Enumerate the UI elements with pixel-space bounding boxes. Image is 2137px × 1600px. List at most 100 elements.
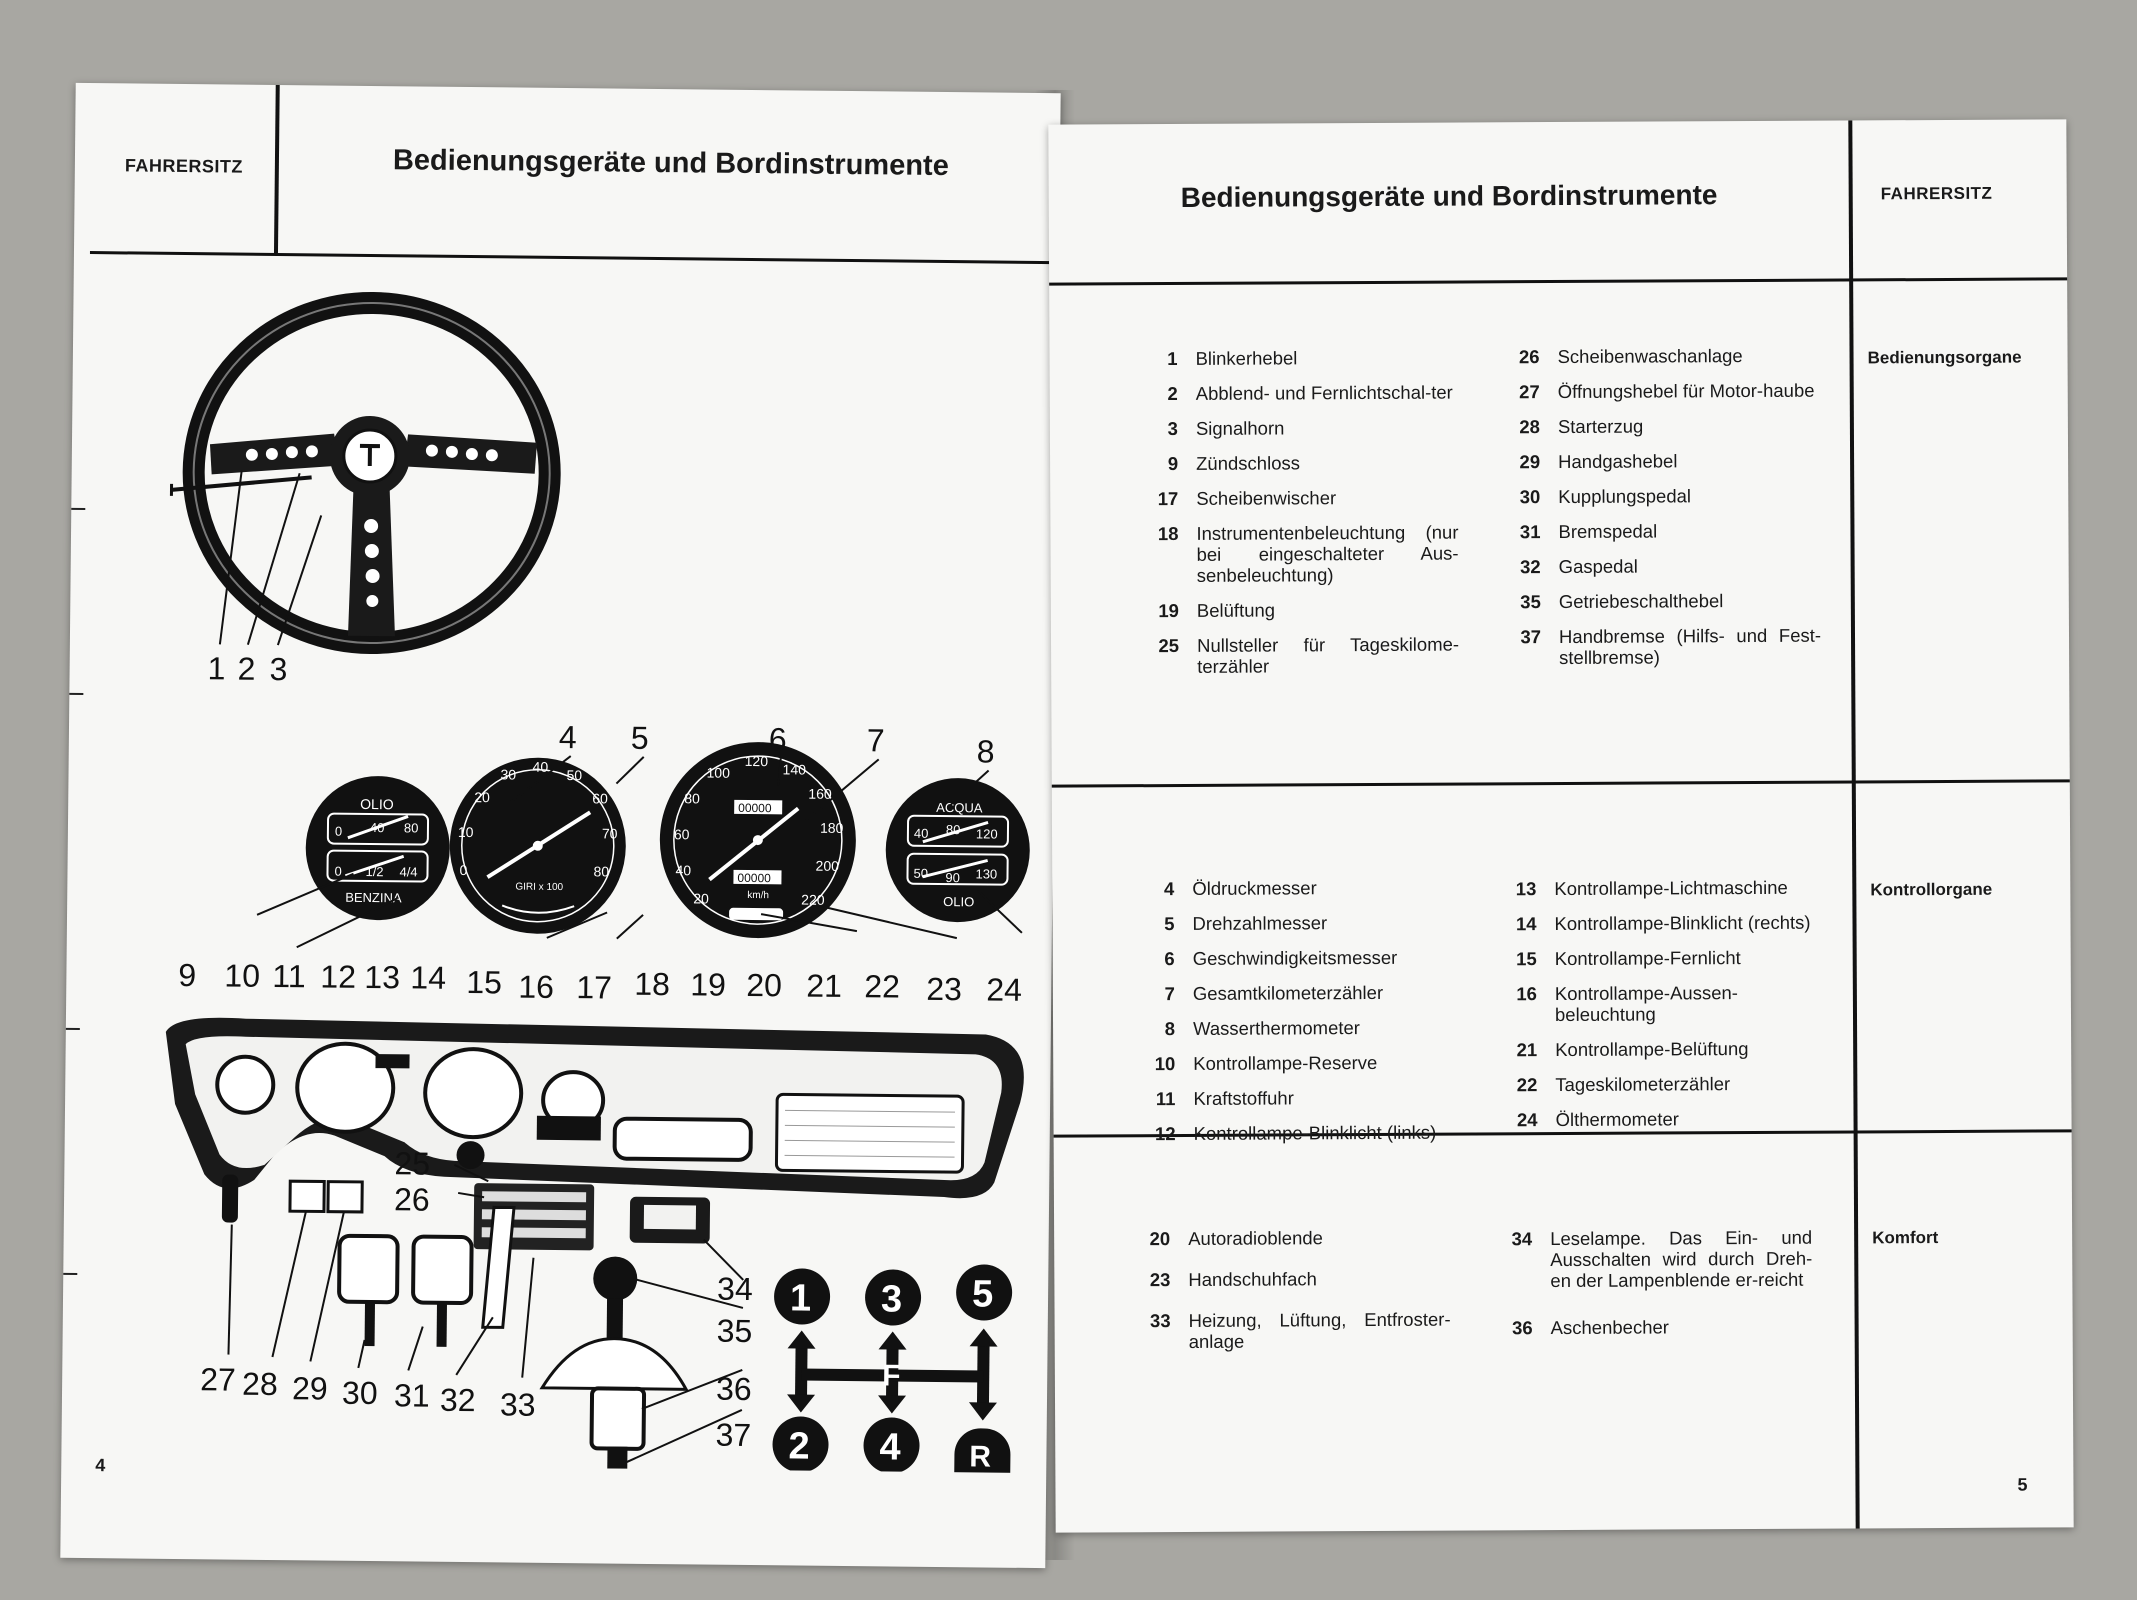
item-text: Zündschloss (1196, 452, 1301, 474)
item-number: 35 (1520, 591, 1541, 613)
item-number: 37 (1520, 626, 1542, 648)
callout-33: 33 (500, 1386, 536, 1422)
item-text: Kontrollampe-Lichtmaschine (1554, 876, 1788, 900)
callout-23: 23 (926, 971, 962, 1007)
callout-21: 21 (806, 968, 842, 1004)
list-item: 15 Kontrollampe-Fernlicht (1487, 947, 1817, 970)
section-kontrollorgane: Kontrollorgane (1870, 879, 1993, 900)
item-text: Handschuhfach (1188, 1268, 1317, 1290)
callout-11: 11 (272, 958, 306, 994)
gauge-tick: 20 (693, 890, 709, 906)
callout-34: 34 (717, 1271, 753, 1307)
item-number: 19 (1158, 599, 1179, 622)
speedometer: 00000 00000 20 40 60 80 100 120 140 160 … (659, 742, 856, 939)
gauge-tick: 10 (458, 824, 474, 840)
item-number: 2 (1167, 383, 1178, 405)
item-text: Belüftung (1196, 599, 1276, 621)
item-number: 14 (1515, 913, 1537, 935)
gauge-tick: 20 (474, 789, 490, 805)
gauge-tick: 80 (404, 820, 419, 835)
item-text: Handgashebel (1558, 450, 1678, 473)
gauge-tick: 120 (976, 826, 998, 841)
pedals (221, 1174, 516, 1347)
item-number: 11 (1155, 1088, 1176, 1110)
gauge-tick: 40 (914, 826, 929, 841)
item-number: 28 (1519, 416, 1540, 438)
item-number: 25 (1158, 634, 1180, 657)
gear-shift-pattern: 1 3 5 F 2 4 R M (772, 1264, 1013, 1474)
callout-9: 9 (178, 957, 196, 993)
callout-31: 31 (394, 1377, 430, 1413)
callout-35: 35 (717, 1313, 753, 1349)
header-rule (1049, 277, 2068, 286)
gauge-unit: GIRI x 100 (515, 882, 563, 894)
item-text: Öffnungshebel für Motor-haube (1557, 379, 1815, 403)
item-text: Kontrollampe-Fernlicht (1554, 947, 1741, 970)
callout-4: 4 (559, 719, 577, 755)
item-number: 33 (1149, 1310, 1171, 1332)
item-text: Kontrollampe-Blinklicht (rechts) (1554, 911, 1811, 935)
callout-10: 10 (224, 957, 260, 993)
gauge-label-acqua: ACQUA (936, 800, 983, 815)
item-text: Kupplungspedal (1558, 485, 1692, 508)
item-number: 17 (1157, 487, 1179, 510)
item-text: Aschenbecher (1550, 1316, 1669, 1339)
gauge-label-benzina: BENZINA (345, 890, 402, 906)
gauge-tick: 220 (801, 892, 825, 908)
callout-6: 6 (769, 721, 787, 757)
item-number: 30 (1519, 486, 1541, 508)
callout-27: 27 (200, 1361, 236, 1397)
margin-divider (1848, 120, 1860, 1529)
item-number: 7 (1164, 983, 1175, 1005)
callout-36: 36 (716, 1371, 752, 1407)
item-text: Gaspedal (1558, 555, 1638, 578)
item-number: 31 (1519, 521, 1541, 543)
gauge-tick: 50 (913, 866, 928, 881)
list-item: 4 Öldruckmesser (1124, 877, 1454, 900)
list-item: 19 Belüftung (1129, 599, 1459, 622)
section-label: FAHRERSITZ (124, 155, 244, 177)
item-text: Öldruckmesser (1192, 877, 1317, 899)
page-title: Bedienungsgeräte und Bordinstrumente (1180, 179, 1718, 213)
callout-18: 18 (634, 966, 670, 1002)
item-text: Kontrollampe-Belüftung (1555, 1038, 1749, 1061)
item-text: Kontrollampe-Aussen-beleuchtung (1554, 982, 1738, 1026)
callout-7: 7 (867, 722, 885, 758)
gauge-tick: 90 (945, 870, 960, 885)
callout-19: 19 (690, 966, 726, 1002)
steering-wheel (169, 292, 561, 655)
callout-labels: 1 2 3 (207, 650, 287, 687)
item-number: 36 (1511, 1317, 1533, 1339)
callout-30: 30 (342, 1375, 378, 1411)
item-number: 4 (1163, 878, 1175, 900)
item-number: 15 (1516, 948, 1537, 970)
header-rule (89, 251, 1065, 265)
gauge-tick: 30 (500, 766, 516, 782)
callout-5: 5 (631, 720, 649, 756)
callout-20: 20 (746, 967, 782, 1003)
list-item: 30 Kupplungspedal (1490, 485, 1820, 508)
gauge-tick: 40 (370, 820, 385, 835)
water-oil-gauge: ACQUA 40 80 120 50 90 130 OLIO (885, 778, 1030, 923)
oil-fuel-gauge: OLIO 0 40 80 0 1/2 4/4 BENZINA (305, 776, 450, 921)
page-number: 5 (2017, 1474, 2028, 1495)
item-text: Leselampe. Das Ein- und Ausschalten wird… (1550, 1226, 1813, 1292)
margin-mark (65, 1027, 80, 1030)
